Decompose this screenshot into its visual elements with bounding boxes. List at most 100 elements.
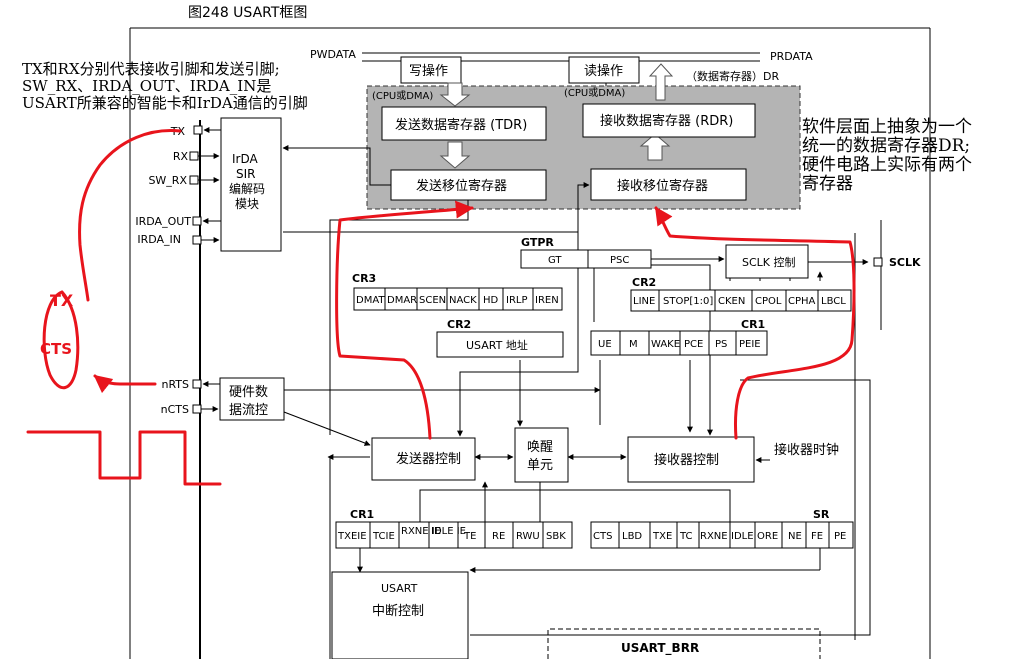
hand-rx-path [654, 206, 856, 440]
brr-label: USART_BRR [621, 641, 699, 656]
cr1-rwu: RWU [516, 531, 540, 542]
cr1-ps: PS [715, 339, 727, 350]
hw-flow-label-2: 据流控 [229, 403, 268, 418]
block-arrows [439, 63, 674, 169]
handwriting [26, 129, 856, 486]
usart-addr-block [436, 331, 564, 358]
cr1-tcie: TCIE [372, 531, 395, 542]
cr1-pce: PCE [684, 339, 703, 350]
cr1-top-register: UE M WAKE PCE PS PEIE [590, 330, 768, 356]
sr-register: CTS LBD TXE TC RXNE IDLE ORE NE FE PE [590, 521, 854, 549]
pwdata-label: PWDATA [310, 48, 356, 61]
pin-irda-out: IRDA_OUT [135, 215, 191, 228]
rx-clock-label: 接收器时钟 [774, 442, 839, 458]
sr-title: SR [813, 508, 830, 521]
right-annotation: 软件层面上抽象为一个 统一的数据寄存器DR; 硬件电路上实际有两个 寄存器 [802, 118, 972, 194]
cpu-dma-left: (CPU或DMA) [372, 90, 433, 102]
rdr-box [582, 103, 756, 138]
cr2-stop: STOP[1:0] [663, 296, 713, 307]
cpu-dma-right: (CPU或DMA) [564, 87, 625, 99]
left-annotation-line-2: SW_RX、IRDA_OUT、IRDA_IN是 [22, 77, 272, 95]
rx-shift-label: 接收移位寄存器 [617, 178, 708, 194]
gtpr-title: GTPR [521, 236, 554, 249]
hand-waveform [26, 430, 222, 486]
cr2-cken: CKEN [718, 296, 745, 307]
cr1-txeie: TXEIE [337, 531, 367, 542]
cr3-nack: NACK [449, 295, 477, 306]
wake-label-1: 唤醒 [527, 440, 553, 455]
cr1-te: TE [463, 531, 476, 542]
sr-idle: IDLE [731, 531, 754, 542]
left-annotation-line-1: TX和RX分别代表接收引脚和发送引脚; [22, 60, 280, 78]
cr1-peie: PEIE [739, 339, 761, 350]
sclk-pin-square [873, 257, 883, 267]
cr1-m: M [629, 339, 638, 350]
prdata-label: PRDATA [770, 50, 813, 63]
gtpr-cell-gt: GT [548, 255, 562, 266]
cr2-line: LINE [633, 296, 655, 307]
right-annotation-line-3: 硬件电路上实际有两个 [802, 155, 972, 175]
tx-shift-label: 发送移位寄存器 [416, 178, 507, 194]
tx-ctrl-label: 发送器控制 [396, 451, 461, 467]
cr1-wake: WAKE [651, 339, 680, 350]
sr-cts: CTS [593, 531, 612, 542]
rx-ctrl-label: 接收器控制 [654, 452, 719, 468]
cr2-top-register: LINE STOP[1:0] CKEN CPOL CPHA LBCL [630, 289, 852, 312]
right-annotation-line-4: 寄存器 [802, 174, 853, 194]
hand-tx-curve [78, 129, 182, 302]
sclk-ctrl-block [725, 244, 809, 279]
right-annotation-line-1: 软件层面上抽象为一个 [802, 117, 972, 137]
figure-caption: 图248 USART框图 [188, 5, 307, 21]
cr1-idleie: IDLE IE [431, 526, 466, 537]
cr3-iren: IREN [535, 295, 559, 306]
hw-flow-block [219, 377, 285, 421]
cr2-cpha: CPHA [788, 296, 816, 307]
left-annotation-line-3: USART所兼容的智能卡和IrDA通信的引脚 [22, 94, 308, 112]
rx-ctrl-block [627, 436, 755, 483]
irda-block [220, 117, 282, 252]
cr3-dmat: DMAT [356, 295, 385, 306]
gtpr-register [520, 249, 652, 269]
tdr-box [381, 106, 547, 141]
hw-flow-links [201, 381, 601, 446]
hand-tx-text: TX [50, 291, 74, 310]
pin-sclk: SCLK [889, 256, 921, 269]
pin-ncts: nCTS [161, 403, 189, 416]
sr-lbd: LBD [622, 531, 642, 542]
read-op-box [568, 56, 640, 84]
cr2-lbcl: LBCL [821, 296, 846, 307]
cr1-ue: UE [598, 339, 612, 350]
hw-flow-label-1: 硬件数 [229, 385, 268, 400]
irda-label-2: SIR [236, 167, 256, 181]
cr3-title: CR3 [352, 272, 376, 285]
pin-labels: TX RX SW_RX IRDA_OUT IRDA_IN nRTS nCTS [135, 125, 191, 416]
sr-tc: TC [679, 531, 693, 542]
irda-label-3: 编解码 [229, 181, 265, 196]
usart-addr-label: USART 地址 [466, 338, 528, 352]
sr-txe: TXE [652, 531, 672, 542]
cr1-bottom-register: TXEIE TCIE RXNE IE IDLE IE TE RE RWU SBK [335, 521, 573, 549]
wake-block [514, 427, 569, 483]
hand-nrts-arrow [93, 374, 157, 394]
wake-label-2: 单元 [527, 458, 553, 473]
cr3-hd: HD [483, 295, 499, 306]
sr-rxne: RXNE [700, 531, 728, 542]
dr-label: （数据寄存器）DR [686, 69, 779, 83]
rdr-label: 接收数据寄存器 (RDR) [600, 113, 733, 129]
pin-sw-rx: SW_RX [148, 174, 187, 187]
cr1-rxneie: RXNE IE [401, 526, 441, 537]
hand-tx-path [335, 200, 474, 440]
rx-shift-box [590, 168, 747, 201]
cr2-cpol: CPOL [755, 296, 782, 307]
cr1-re: RE [492, 531, 505, 542]
pin-arrows [198, 127, 221, 243]
int-ctrl-label-2: 中断控制 [372, 604, 424, 619]
cr3-register: DMAT DMAR SCEN NACK HD IRLP IREN [353, 287, 563, 311]
tx-ctrl-block [371, 437, 476, 481]
sr-ne: NE [788, 531, 802, 542]
tdr-label: 发送数据寄存器 (TDR) [395, 117, 527, 133]
hand-cts-text: CTS [40, 340, 72, 358]
cr3-irlp: IRLP [506, 295, 528, 306]
sclk-ctrl-label: SCLK 控制 [742, 255, 796, 269]
